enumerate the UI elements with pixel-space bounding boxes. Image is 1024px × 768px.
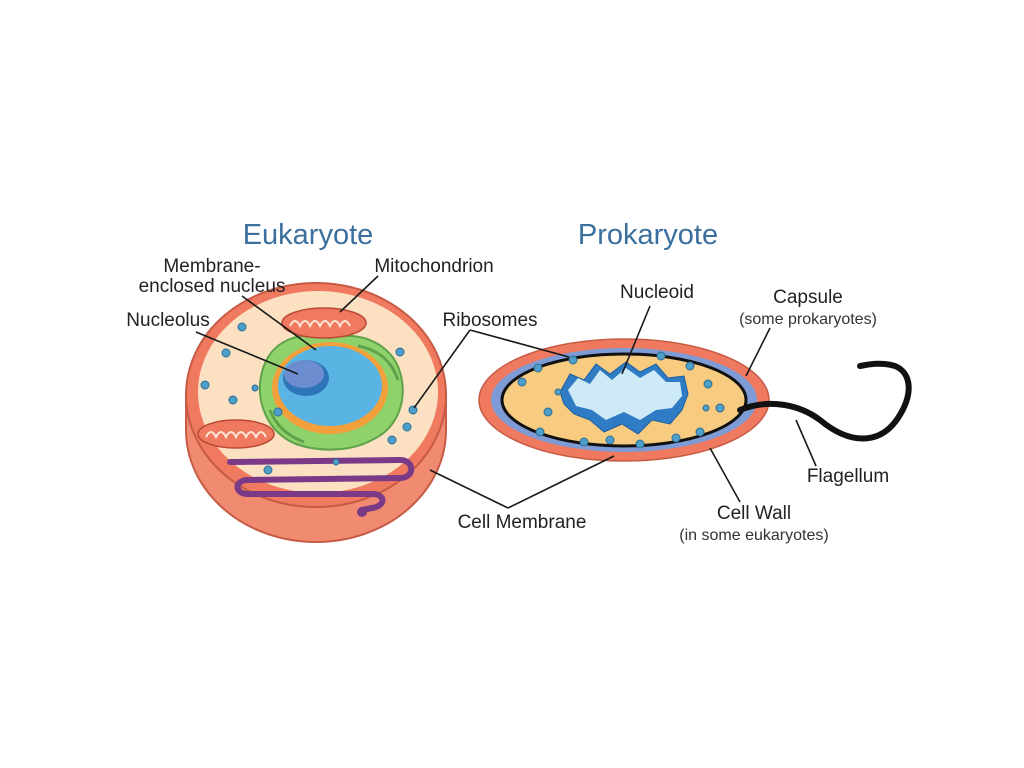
leader-cell-membrane-pro — [507, 455, 615, 509]
er-fold — [268, 409, 305, 444]
leader-capsule — [745, 327, 771, 377]
golgi-vesicle — [357, 507, 367, 517]
label-nucleolus: Nucleolus — [126, 310, 209, 331]
mitochondrion-top — [281, 307, 367, 339]
leader-mitochondrion — [339, 275, 379, 313]
label-nucleoid: Nucleoid — [620, 282, 694, 303]
nucleolus-highlight — [284, 360, 324, 388]
prokaryote-title: Prokaryote — [578, 219, 718, 251]
label-capsule: Capsule — [773, 287, 843, 308]
label-cell-wall: Cell Wall — [717, 503, 791, 524]
prokaryote-cell — [478, 338, 912, 462]
label-flagellum: Flagellum — [807, 466, 889, 487]
leader-lines — [195, 275, 817, 509]
leader-cell-membrane-euk — [429, 469, 509, 509]
leader-nucleoid — [621, 305, 651, 375]
label-membrane-line2: enclosed nucleus — [139, 276, 286, 297]
eukaryote-cell — [185, 282, 447, 543]
leader-ribosomes-euk — [413, 329, 471, 409]
label-cell-membrane: Cell Membrane — [458, 512, 587, 533]
leader-ribosomes-pro — [469, 329, 570, 358]
flagellum-shape — [737, 360, 912, 442]
leader-nucleolus — [195, 331, 299, 375]
eukaryote-ribosomes — [200, 322, 418, 475]
label-cell-wall-note: (in some eukaryotes) — [679, 527, 828, 544]
eukaryote-title: Eukaryote — [243, 219, 374, 251]
label-mitochondrion: Mitochondrion — [374, 256, 493, 277]
label-capsule-note: (some prokaryotes) — [739, 311, 877, 328]
label-ribosomes: Ribosomes — [442, 310, 537, 331]
mitochondrion-left — [197, 419, 275, 449]
nucleoid-inner — [568, 368, 682, 420]
leader-membrane-nucleus — [241, 295, 317, 351]
prokaryote-ribosomes — [517, 351, 725, 449]
label-membrane-line1: Membrane- — [163, 256, 260, 277]
leader-cell-wall — [709, 447, 741, 503]
er-fold — [357, 344, 400, 381]
leader-flagellum — [795, 419, 817, 467]
golgi-apparatus — [227, 457, 415, 513]
